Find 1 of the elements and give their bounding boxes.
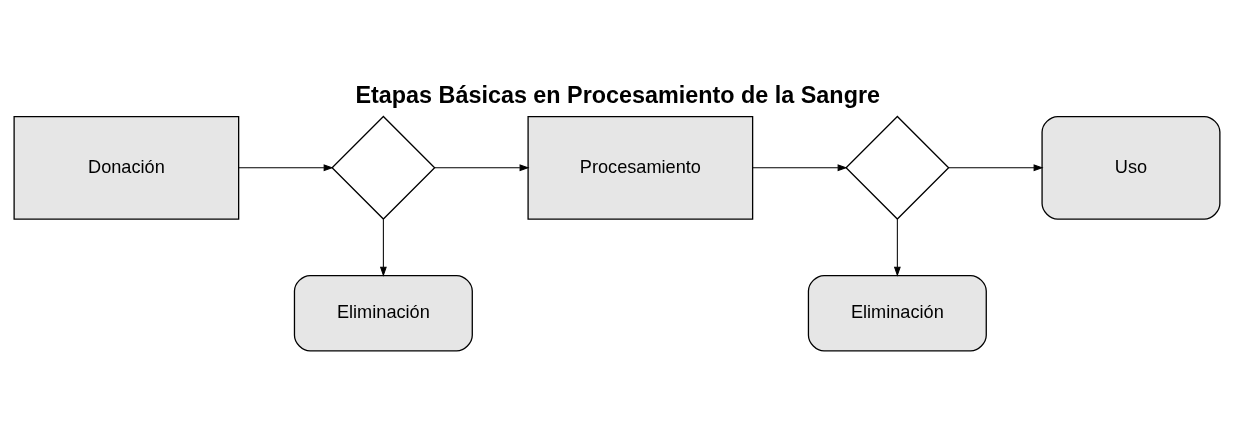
diagram-title: Etapas Básicas en Procesamiento de la Sangre	[355, 81, 880, 108]
